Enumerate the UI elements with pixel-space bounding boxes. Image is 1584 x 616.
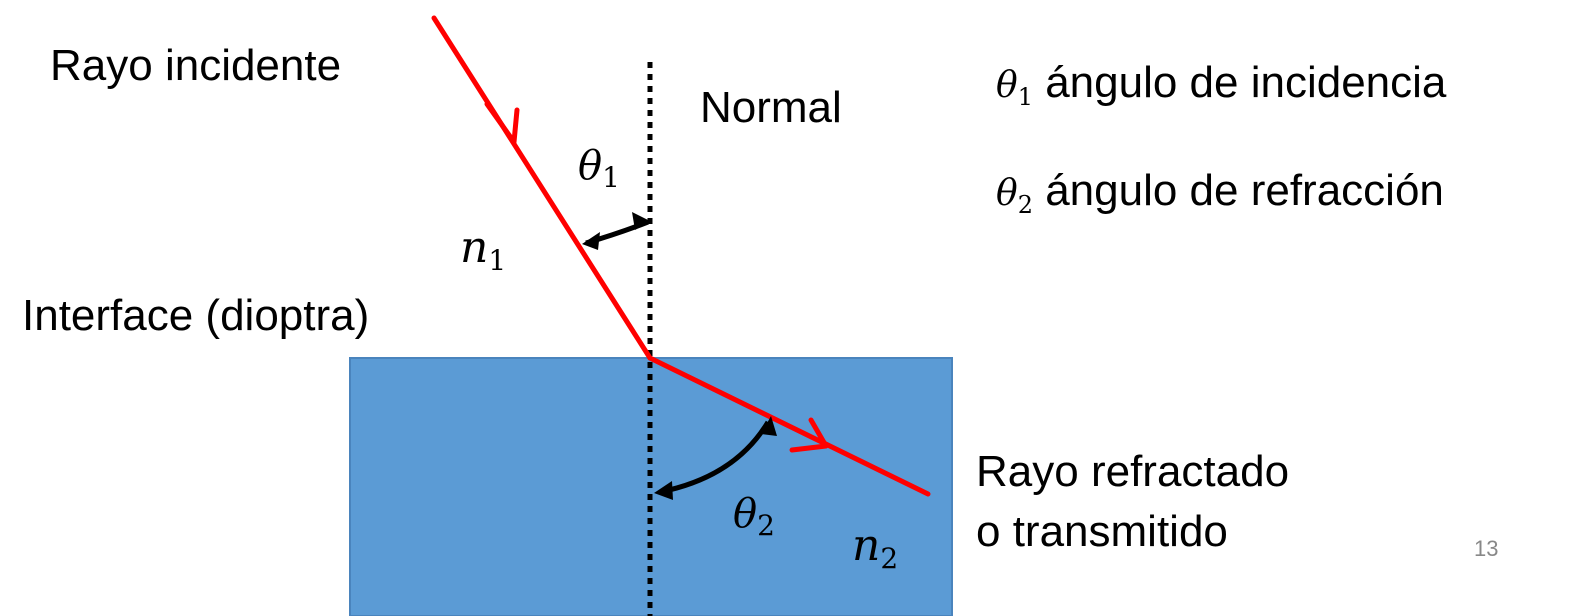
definition-theta2-symbol: θ2 (996, 173, 1033, 219)
interface-label: Interface (dioptra) (22, 291, 370, 340)
theta1-label: θ1 (578, 143, 620, 194)
theta1-arc-arrowhead-left (582, 232, 600, 250)
definition-theta1: θ1 ángulo de incidencia (996, 58, 1446, 111)
refracted-ray-label-line1: Rayo refractado (976, 447, 1290, 496)
theta1-arc-arrowhead-right (632, 212, 650, 230)
theta2-arc-arrowhead-top (761, 416, 777, 436)
normal-label: Normal (700, 83, 842, 132)
incident-ray-arrowhead (484, 101, 520, 145)
definition-theta2: θ2 ángulo de refracción (996, 166, 1444, 219)
incident-ray (431, 15, 653, 361)
definition-theta1-symbol: θ1 (996, 65, 1033, 111)
refracted-ray-label-line2: o transmitido (976, 507, 1228, 556)
page-number: 13 (1474, 536, 1499, 561)
n1-label: n1 (460, 222, 507, 277)
theta2-angle-arc (659, 420, 771, 495)
incident-ray-label: Rayo incidente (50, 41, 342, 90)
definition-theta2-text: ángulo de refracción (1032, 166, 1444, 215)
definition-theta1-text: ángulo de incidencia (1032, 58, 1447, 107)
n2-label: n2 (852, 520, 899, 575)
refracted-ray-arrowhead (789, 417, 829, 453)
theta2-label: θ2 (733, 491, 775, 542)
refracted-ray (647, 355, 931, 497)
theta2-arc-arrowhead-bottom (654, 481, 673, 500)
